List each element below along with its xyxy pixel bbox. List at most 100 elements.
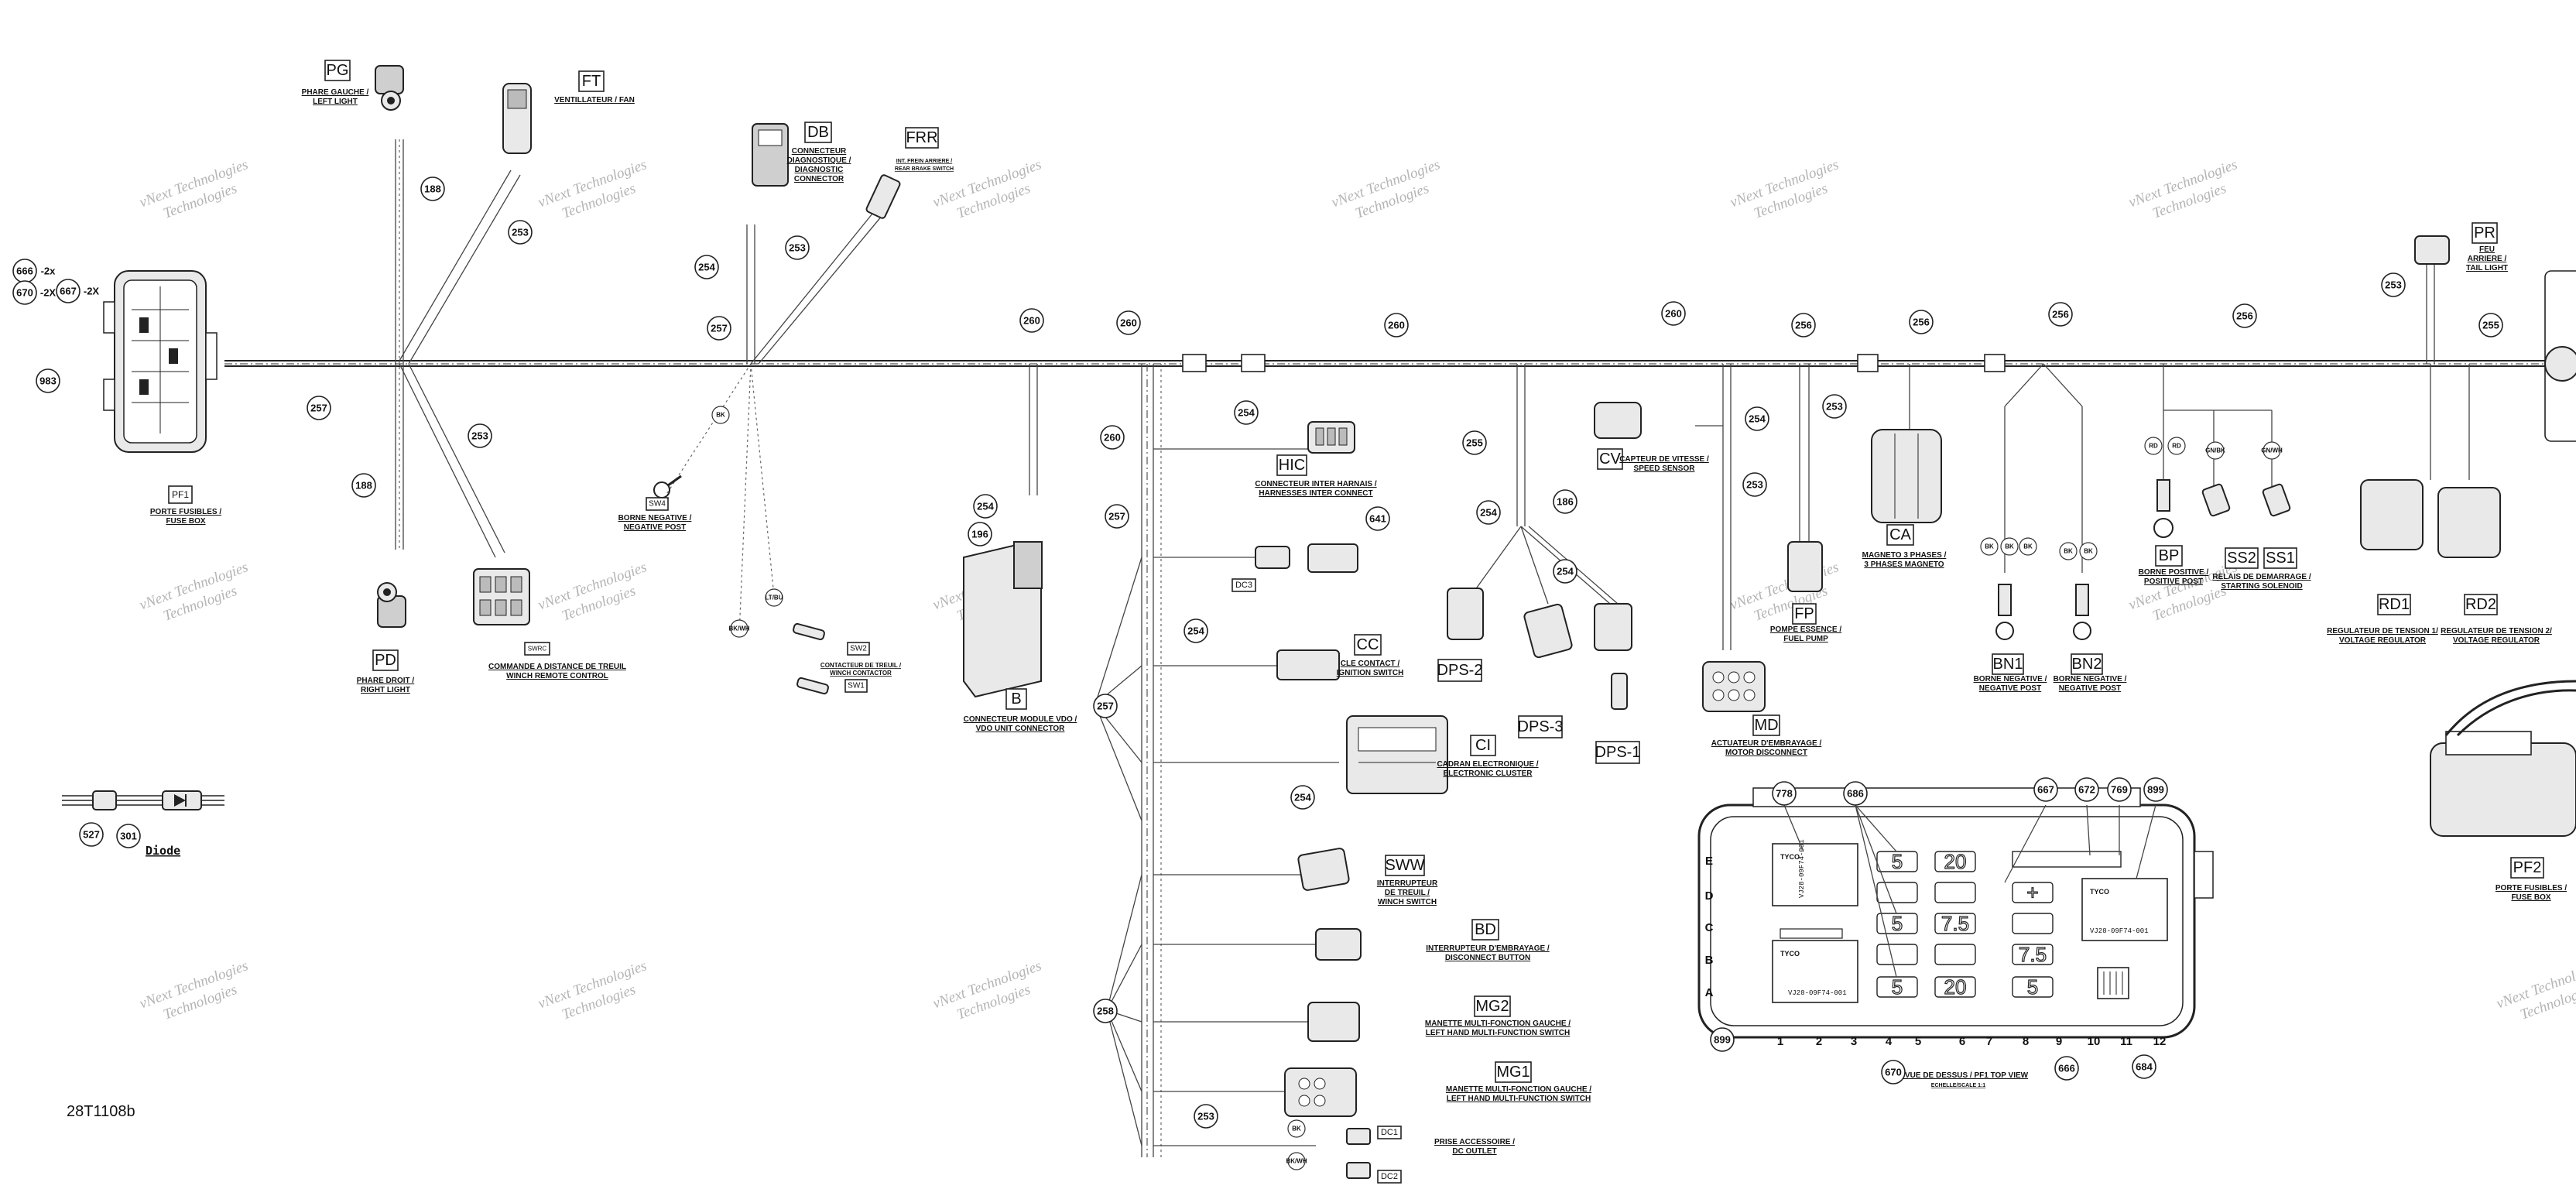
- svg-text:VJ28-09F74-001: VJ28-09F74-001: [1798, 839, 1806, 898]
- svg-text:ARRIERE /: ARRIERE /: [2468, 255, 2507, 263]
- svg-text:LEFT HAND MULTI-FUNCTION SWITC: LEFT HAND MULTI-FUNCTION SWITCH: [1426, 1029, 1570, 1037]
- svg-text:10: 10: [2088, 1035, 2101, 1048]
- svg-text:5: 5: [1915, 1035, 1921, 1048]
- hic-connector[interactable]: [1307, 421, 1355, 454]
- ss1-terminal[interactable]: [2262, 483, 2291, 517]
- md-connector[interactable]: [1702, 661, 1766, 712]
- svg-text:B: B: [1705, 954, 1714, 967]
- svg-text:SW4: SW4: [649, 500, 666, 509]
- diode-label: Diode: [146, 844, 180, 858]
- svg-text:8: 8: [2023, 1035, 2029, 1048]
- dps1-connector[interactable]: [1594, 603, 1632, 710]
- ref-641: 641: [1365, 506, 1390, 531]
- label-md: MD ACTUATEUR D'EMBRAYAGE /MOTOR DISCONNE…: [1711, 714, 1822, 757]
- ref-256-d: 256: [2232, 303, 2257, 328]
- b-vdo-module-connector[interactable]: [963, 540, 1043, 698]
- dc2-outlet-terminal[interactable]: [1346, 1162, 1371, 1179]
- svg-text:FT: FT: [582, 73, 601, 90]
- label-sw1: SW1: [844, 679, 868, 693]
- cc-ignition-connector[interactable]: [1276, 649, 1340, 680]
- svg-text:BORNE POSITIVE /: BORNE POSITIVE /: [2139, 568, 2209, 577]
- svg-text:VENTILLATEUR / FAN: VENTILLATEUR / FAN: [554, 96, 635, 105]
- svg-text:527: 527: [83, 829, 100, 841]
- dps3-connector[interactable]: [1523, 603, 1573, 659]
- svg-text:MAGNETO 3 PHASES /: MAGNETO 3 PHASES /: [1862, 551, 1947, 560]
- ft-fan-connector[interactable]: [502, 83, 532, 154]
- bd-disconnect-connector[interactable]: [1315, 928, 1362, 961]
- sw2-terminal[interactable]: [793, 622, 825, 641]
- label-dc3: DC3: [1231, 578, 1256, 592]
- rd1-regulator-connector[interactable]: [2360, 479, 2424, 550]
- ca-magneto-connector[interactable]: [1871, 429, 1942, 523]
- pd-headlight-connector[interactable]: [377, 582, 406, 628]
- mg2-connector[interactable]: [1307, 1002, 1360, 1042]
- fuse-box-pf2[interactable]: [2430, 680, 2576, 837]
- pf1-callout-667: 667 -2X: [56, 279, 100, 303]
- label-ss1: SS1: [2263, 547, 2297, 569]
- label-swrc: SWRC COMMANDE A DISTANCE DE TREUILWINCH …: [488, 642, 626, 680]
- svg-text:899: 899: [2147, 784, 2164, 796]
- svg-text:CADRAN ELECTRONIQUE /: CADRAN ELECTRONIQUE /: [1437, 760, 1538, 769]
- svg-text:BORNE NEGATIVE /: BORNE NEGATIVE /: [2054, 675, 2127, 684]
- svg-text:670: 670: [1885, 1067, 1902, 1078]
- svg-text:VDO UNIT CONNECTOR: VDO UNIT CONNECTOR: [976, 725, 1066, 733]
- connector-641[interactable]: [1307, 543, 1358, 573]
- svg-text:INTERRUPTEUR D'EMBRAYAGE /: INTERRUPTEUR D'EMBRAYAGE /: [1426, 944, 1550, 953]
- svg-text:188: 188: [355, 480, 372, 492]
- svg-text:BK/WH: BK/WH: [728, 625, 749, 632]
- dc1-outlet-terminal[interactable]: [1346, 1128, 1371, 1145]
- sww-winch-switch-connector[interactable]: [1297, 848, 1350, 891]
- label-fp: FP POMPE ESSENCE /FUEL PUMP: [1770, 603, 1841, 643]
- pr-tail-light-connector[interactable]: [2414, 235, 2450, 265]
- ref-253-d: 253: [2381, 272, 2406, 297]
- mg1-connector[interactable]: [1284, 1067, 1357, 1117]
- dc3-connector[interactable]: [1255, 546, 1290, 569]
- rd2-regulator-connector[interactable]: [2437, 487, 2501, 558]
- db-diagnostic-connector[interactable]: [752, 123, 789, 187]
- svg-text:CA: CA: [1889, 526, 1911, 543]
- label-frr: FRR INT. FREIN ARRIERE /REAR BRAKE SWITC…: [895, 127, 954, 172]
- svg-text:20: 20: [1944, 850, 1967, 873]
- pf1-callout-670: 670-2X: [12, 280, 56, 305]
- svg-text:-2X: -2X: [84, 286, 100, 297]
- pg-headlight-connector[interactable]: [375, 65, 404, 111]
- label-cv: CV CAPTEUR DE VITESSE /SPEED SENSOR: [1597, 448, 1709, 473]
- svg-text:2: 2: [1816, 1035, 1822, 1048]
- svg-text:257: 257: [1108, 511, 1125, 523]
- svg-text:7.5: 7.5: [2019, 943, 2047, 966]
- svg-text:DPS-1: DPS-1: [1595, 744, 1641, 761]
- sw1-terminal[interactable]: [796, 677, 829, 695]
- svg-text:11: 11: [2120, 1035, 2132, 1048]
- svg-text:NEGATIVE POST: NEGATIVE POST: [2059, 684, 2121, 693]
- cv-speed-sensor-connector[interactable]: [1594, 402, 1642, 439]
- label-bn2: BN2 BORNE NEGATIVE /NEGATIVE POST: [2054, 653, 2127, 693]
- bn2-ring-terminal[interactable]: [2073, 584, 2091, 640]
- bn1-ring-terminal[interactable]: [1995, 584, 2014, 640]
- svg-text:188: 188: [424, 183, 441, 195]
- swrc-connector[interactable]: [473, 568, 530, 625]
- label-dc2: DC2: [1377, 1170, 1402, 1184]
- svg-text:PRISE ACCESSOIRE /: PRISE ACCESSOIRE /: [1434, 1138, 1515, 1146]
- sw4-ring-terminal[interactable]: [653, 475, 682, 499]
- fp-fuel-pump-connector[interactable]: [1787, 541, 1823, 592]
- frr-brake-switch-connector[interactable]: [865, 174, 901, 219]
- ref-256-b: 256: [1909, 310, 1934, 334]
- svg-text:3 PHASES MAGNETO: 3 PHASES MAGNETO: [1864, 560, 1944, 569]
- svg-text:256: 256: [1795, 320, 1812, 331]
- connector-labels: PG PHARE GAUCHE /LEFT LIGHT FT VENTILLAT…: [150, 60, 2567, 1184]
- ss2-terminal[interactable]: [2201, 483, 2231, 517]
- svg-text:ECHELLE/SCALE 1:1: ECHELLE/SCALE 1:1: [1931, 1083, 1986, 1088]
- svg-text:FEU: FEU: [2479, 245, 2495, 254]
- fb-ref-666: 666: [2054, 1056, 2079, 1081]
- ref-254-a: 254: [694, 255, 719, 279]
- svg-text:9: 9: [2056, 1035, 2062, 1048]
- label-sw4: SW4 BORNE NEGATIVE /NEGATIVE POST: [618, 497, 692, 532]
- fuse-box-pf1-left[interactable]: [103, 270, 218, 453]
- dps2-connector[interactable]: [1447, 588, 1484, 640]
- svg-text:301: 301: [120, 831, 137, 842]
- ci-cluster-connector[interactable]: [1346, 715, 1448, 794]
- bp-ring-terminal[interactable]: [2153, 479, 2174, 538]
- diode-symbol: [62, 790, 224, 810]
- svg-text:667: 667: [60, 286, 77, 297]
- fb-ref-684: 684: [2132, 1054, 2156, 1079]
